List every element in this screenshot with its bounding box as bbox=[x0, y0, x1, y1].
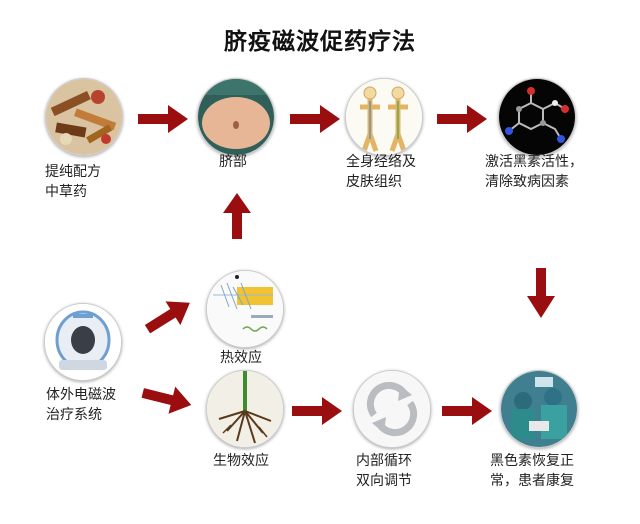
herbs-image bbox=[45, 78, 123, 156]
arrow-bio-to-cycle bbox=[292, 396, 342, 426]
meridians-label: 全身经络及皮肤组织 bbox=[346, 154, 416, 190]
device-label: 体外电磁波治疗系统 bbox=[46, 387, 116, 423]
arrow-meridians-to-molecule bbox=[437, 104, 487, 134]
arrow-thermal-up-to-navel bbox=[222, 193, 252, 239]
arrow-device-to-bio bbox=[140, 382, 194, 416]
molecule-image bbox=[498, 78, 576, 156]
recovery-image bbox=[500, 370, 578, 448]
cycle-image bbox=[353, 370, 431, 448]
arrow-navel-to-meridians bbox=[290, 104, 340, 134]
arrow-molecule-down-to-recovery bbox=[526, 268, 556, 318]
thermal-label: 热效应 bbox=[220, 350, 262, 366]
meridians-image bbox=[345, 78, 423, 156]
molecule-label: 激活黑素活性，清除致病因素 bbox=[485, 154, 583, 190]
diagram-title: 脐疫磁波促药疗法 bbox=[224, 29, 416, 55]
thermal-image bbox=[206, 270, 284, 348]
recovery-label: 黑色素恢复正常，患者康复 bbox=[490, 453, 574, 489]
arrow-device-to-thermal bbox=[140, 296, 194, 338]
arrow-cycle-to-recovery bbox=[442, 396, 492, 426]
herbs-label: 提纯配方中草药 bbox=[45, 164, 101, 200]
cycle-label: 内部循环双向调节 bbox=[356, 453, 412, 489]
navel-image bbox=[197, 78, 275, 156]
bio-label: 生物效应 bbox=[213, 453, 269, 469]
bio-image bbox=[206, 370, 284, 448]
navel-label: 脐部 bbox=[219, 154, 247, 170]
arrow-herbs-to-navel bbox=[138, 104, 188, 134]
device-image bbox=[44, 303, 122, 381]
